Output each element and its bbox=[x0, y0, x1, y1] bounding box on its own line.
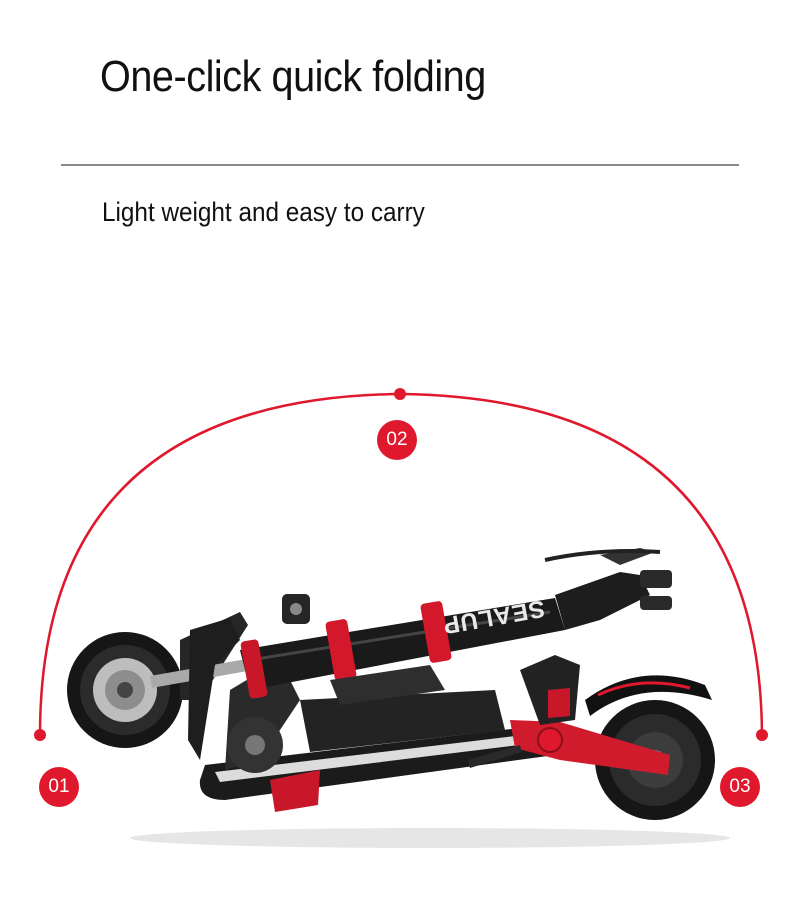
page-title: One-click quick folding bbox=[100, 52, 486, 101]
step-badge-03: 03 bbox=[720, 767, 760, 807]
arc-dot-end bbox=[756, 729, 768, 741]
scooter-shadow bbox=[130, 828, 730, 848]
step-badge-01: 01 bbox=[39, 767, 79, 807]
handlebar bbox=[555, 572, 650, 630]
steering-stem bbox=[240, 598, 565, 690]
kickstand bbox=[468, 745, 522, 768]
front-fender bbox=[188, 618, 240, 760]
arc-dot-top bbox=[394, 388, 406, 400]
scooter-image: SEALUP bbox=[67, 548, 730, 848]
title-divider bbox=[61, 164, 739, 166]
page-subtitle: Light weight and easy to carry bbox=[102, 197, 425, 227]
battery-box bbox=[300, 690, 505, 752]
arc-dot-start bbox=[34, 729, 46, 741]
step-badge-02: 02 bbox=[377, 420, 417, 460]
